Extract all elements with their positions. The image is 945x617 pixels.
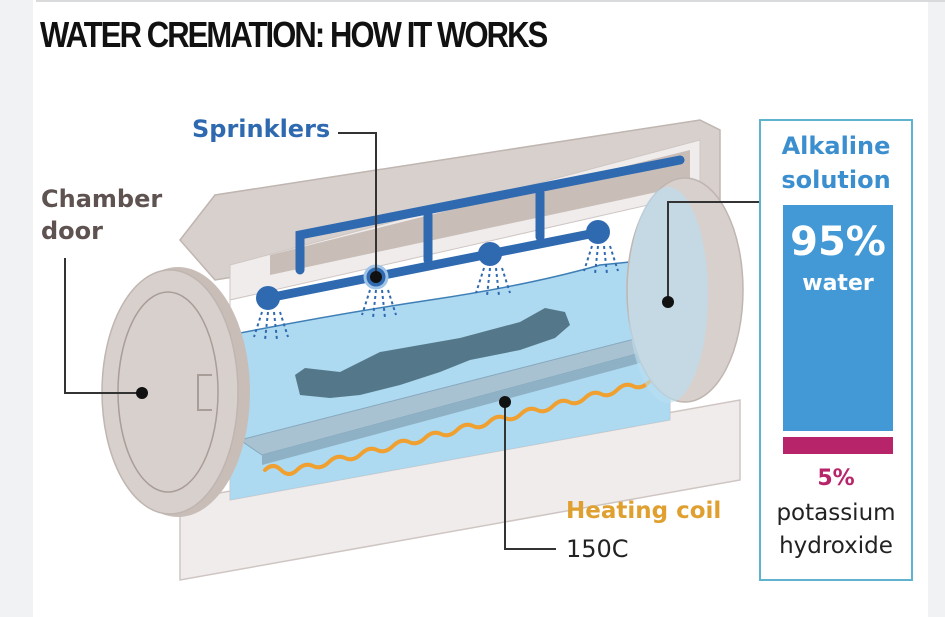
chamber-door-label-line1: Chamber [41, 185, 163, 213]
body-silhouette-icon [295, 308, 570, 398]
alkaline-solution-panel: Alkaline solution 95% water 5% potassium… [759, 119, 913, 581]
heating-coil-label: Heating coil [566, 498, 722, 524]
leader-dots [136, 271, 674, 408]
chamber-door-label-line2: door [41, 217, 103, 245]
sprinkler-pipes [263, 155, 685, 303]
solution-title-line2: solution [781, 166, 891, 194]
page-title: WATER CREMATION: HOW IT WORKS [40, 14, 548, 55]
leader-lines [64, 132, 759, 550]
water-label: water [802, 271, 874, 296]
solution-title-line1: Alkaline [781, 132, 891, 160]
heating-coil [263, 380, 651, 476]
potassium-hydroxide-share-bar [783, 437, 893, 454]
water-spray [253, 245, 619, 341]
water-percentage: 95% [790, 219, 886, 265]
sprinklers-label: Sprinklers [192, 115, 331, 143]
potassium-hydroxide-percentage: 5% [817, 466, 855, 491]
top-divider [36, 0, 945, 2]
koh-label-line2: hydroxide [779, 533, 893, 559]
rear-door [626, 177, 744, 403]
chamber-door [101, 267, 250, 517]
potassium-hydroxide-label: potassium hydroxide [761, 497, 911, 563]
heating-temperature: 150C [566, 535, 629, 563]
chamber-door-label: Chamber door [41, 183, 162, 247]
solution-title: Alkaline solution [761, 129, 911, 197]
water-share-bar: 95% water [783, 205, 893, 431]
koh-label-line1: potassium [776, 500, 896, 526]
